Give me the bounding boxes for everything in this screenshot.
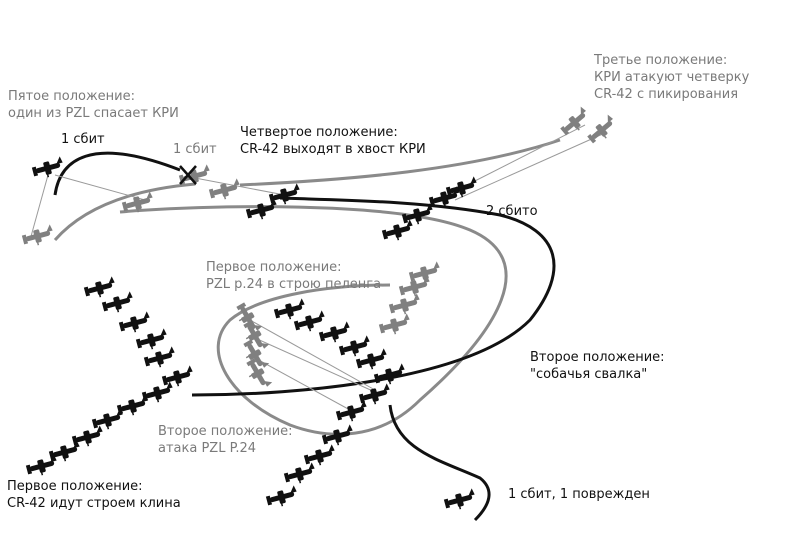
- second-position-dogfight-title: Второе положение:: [530, 350, 665, 365]
- shot-down-black-label: 1 сбит: [61, 132, 105, 147]
- cr42-plane-icon: [442, 488, 478, 514]
- cr42-plane-icon: [160, 365, 196, 391]
- fourth-position-text: CR-42 выходят в хвост КРИ: [240, 142, 426, 157]
- pzl-plane-icon: [558, 106, 594, 140]
- pzl-plane-icon: [207, 178, 243, 204]
- second-position-attack-title: Второе положение:: [158, 424, 293, 439]
- second-position-dogfight-text: "собачья свалка": [530, 367, 648, 382]
- first-position-pzl-label: Первое положение: PZL p.24 в строю пелен…: [206, 259, 381, 293]
- second-position-attack-label: Второе положение: атака PZL P.24: [158, 423, 293, 457]
- cr42-plane-icon: [302, 444, 338, 470]
- third-position-line1: КРИ атакуют четверку: [594, 70, 750, 85]
- cr42-plane-icon: [320, 424, 356, 450]
- cr42-dogfight-path: [191, 196, 556, 397]
- cr42-plane-icon: [380, 219, 416, 245]
- fifth-position-text: один из PZL спасает КРИ: [8, 106, 179, 121]
- cr42-plane-icon: [90, 408, 126, 434]
- first-position-cr42-text: CR-42 идут строем клина: [7, 496, 181, 511]
- pzl-plane-icon: [387, 293, 423, 319]
- fifth-position-title: Пятое положение:: [8, 89, 136, 104]
- kri-dive-path: [239, 138, 561, 187]
- cr42-plane-icon: [117, 311, 153, 337]
- first-position-pzl-text: PZL p.24 в строю пеленга: [206, 277, 382, 292]
- cr42-plane-icon: [142, 346, 178, 372]
- third-position-title: Третье положение:: [594, 53, 728, 68]
- third-position-line2: CR-42 с пикирования: [594, 87, 739, 102]
- third-position-label: Третье положение: КРИ атакуют четверку C…: [594, 52, 749, 103]
- first-position-pzl-title: Первое положение:: [206, 260, 342, 275]
- cr42-plane-icon: [134, 328, 170, 354]
- cr42-plane-icon: [115, 394, 151, 420]
- shot-down-grey-label: 1 сбит: [173, 142, 217, 157]
- cr42-plane-icon: [337, 335, 373, 361]
- cr42-plane-icon: [282, 462, 318, 488]
- pzl-plane-icon: [397, 275, 433, 301]
- cr42-plane-icon: [292, 310, 328, 336]
- cr42-plane-icon: [82, 276, 118, 302]
- cr42-plane-icon: [400, 203, 436, 229]
- first-position-cr42-label: Первое положение: CR-42 идут строем клин…: [7, 478, 181, 512]
- shot-down-marker-icon: [179, 165, 197, 185]
- pzl-plane-icon: [20, 224, 56, 250]
- cr42-fall-path: [388, 404, 491, 522]
- cr42-plane-icon: [24, 454, 60, 480]
- cr42-chase-path: [53, 151, 181, 196]
- cr42-plane-icon: [264, 485, 300, 511]
- first-position-cr42-title: Первое положение:: [7, 479, 143, 494]
- pzl-plane-icon: [377, 313, 413, 339]
- pzl-loop-path: [119, 205, 508, 436]
- flight-paths: [29, 124, 606, 522]
- cr42-plane-icon: [354, 348, 390, 374]
- aircraft-layer: [20, 106, 621, 514]
- one-down-one-damaged-label: 1 сбит, 1 поврежден: [508, 487, 650, 502]
- cr42-plane-icon: [272, 298, 308, 324]
- cr42-plane-icon: [244, 198, 280, 224]
- cr42-plane-icon: [100, 291, 136, 317]
- fifth-position-label: Пятое положение: один из PZL спасает КРИ: [8, 88, 179, 122]
- second-position-dogfight-label: Второе положение: "собачья свалка": [530, 349, 665, 383]
- pzl-plane-icon: [585, 114, 621, 148]
- two-shot-down-label: 2 сбито: [486, 204, 538, 219]
- second-position-attack-text: атака PZL P.24: [158, 441, 257, 456]
- cr42-plane-icon: [317, 321, 353, 347]
- pzl-rescue-path: [53, 182, 196, 241]
- fourth-position-label: Четвертое положение: CR-42 выходят в хво…: [240, 124, 426, 158]
- fourth-position-title: Четвертое положение:: [240, 125, 398, 140]
- pzl-plane-icon: [231, 300, 263, 337]
- cr42-plane-icon: [140, 381, 176, 407]
